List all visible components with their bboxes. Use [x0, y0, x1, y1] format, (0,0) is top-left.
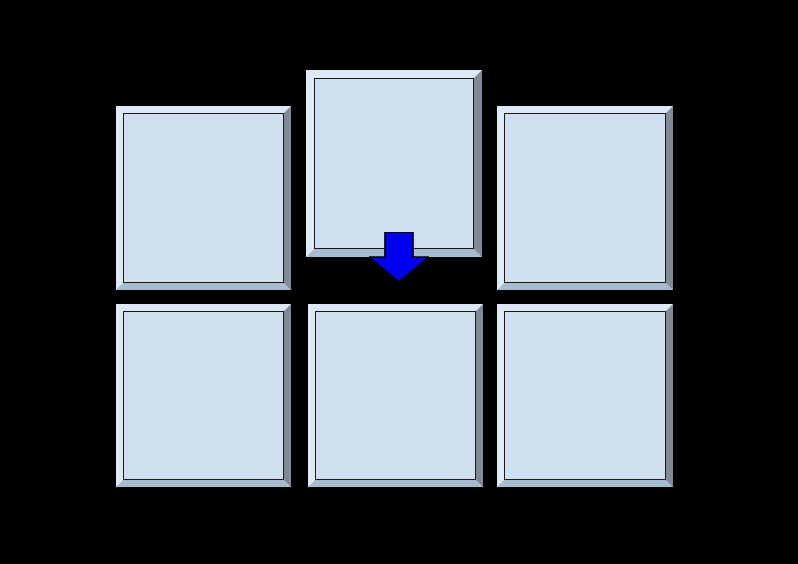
panel-bottom-center[interactable]: [307, 303, 484, 488]
panel-bottom-right[interactable]: [496, 303, 674, 488]
panel-top-center[interactable]: [305, 69, 483, 258]
panel-top-left[interactable]: [115, 105, 292, 291]
panel-bottom-left[interactable]: [115, 303, 292, 488]
panel-top-right[interactable]: [496, 105, 674, 291]
